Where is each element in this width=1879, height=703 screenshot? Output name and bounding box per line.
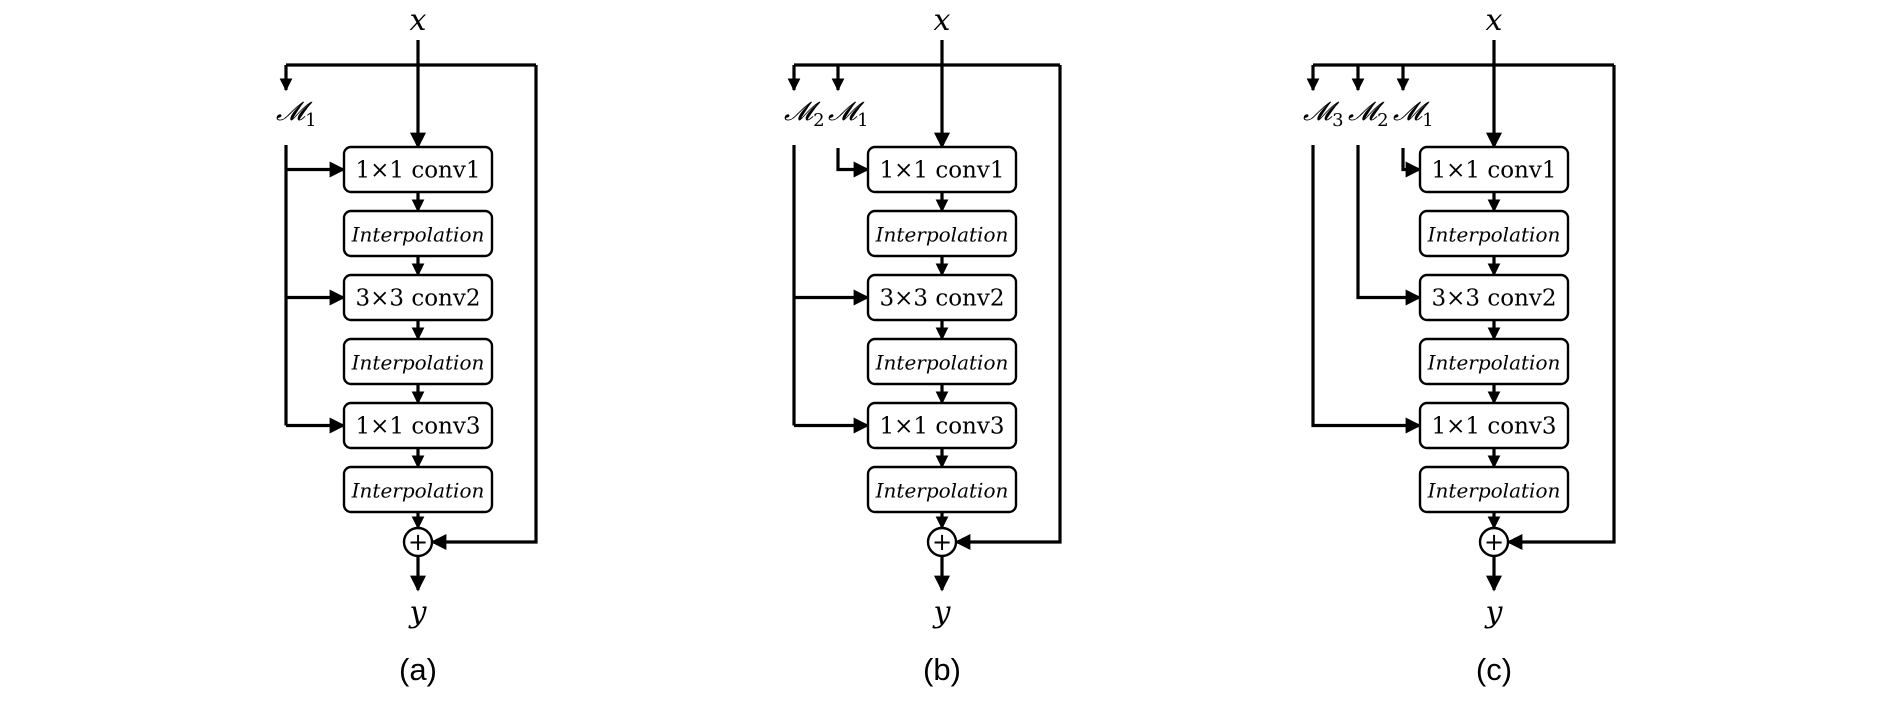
panel-caption: (c) [1476,652,1512,687]
conv-label: 3×3 conv2 [355,286,480,312]
interpolation-label: Interpolation [351,479,485,503]
interpolation-label: Interpolation [875,351,1009,375]
interpolation-label: Interpolation [875,479,1009,503]
conv-label: 1×1 conv3 [355,414,480,440]
skip-connection-line [430,65,538,550]
skip-connection-line [954,65,1062,550]
interpolation-label: Interpolation [351,351,485,375]
output-label: y [1484,595,1504,630]
output-label: y [408,595,428,630]
interpolation-label: Interpolation [351,223,485,247]
conv-label: 3×3 conv2 [1431,286,1556,312]
mask-label-1: 𝓜1 [828,97,869,131]
conv-label: 1×1 conv3 [879,414,1004,440]
input-label: x [410,3,427,38]
sum-symbol: + [932,528,952,556]
panel-caption: (a) [399,652,437,687]
m1-feed-arrow [1401,148,1422,178]
input-label: x [934,3,951,38]
skip-connection-line [1506,65,1616,550]
conv-label: 1×1 conv1 [1431,158,1556,184]
sum-symbol: + [1484,528,1504,556]
conv-label: 1×1 conv1 [879,158,1004,184]
conv-label: 3×3 conv2 [879,286,1004,312]
mask-label-2: 𝓜2 [784,97,825,131]
conv-label: 1×1 conv1 [355,158,480,184]
sum-symbol: + [408,528,428,556]
mask-label-2: 𝓜2 [1348,97,1389,131]
interpolation-label: Interpolation [1427,223,1561,247]
interpolation-label: Interpolation [875,223,1009,247]
input-label: x [1486,3,1503,38]
interpolation-label: Interpolation [1427,351,1561,375]
m1-feed-arrow [836,148,870,178]
conv-label: 1×1 conv3 [1431,414,1556,440]
m3-feed-arrow [1311,145,1422,434]
mask-label-3: 𝓜3 [1303,97,1344,131]
panel-caption: (b) [923,652,961,687]
m2-feed-arrow [1356,145,1422,306]
output-label: y [932,595,952,630]
mask-label-1: 𝓜1 [1393,97,1434,131]
mask-label-1: 𝓜1 [276,97,317,131]
interpolation-label: Interpolation [1427,479,1561,503]
